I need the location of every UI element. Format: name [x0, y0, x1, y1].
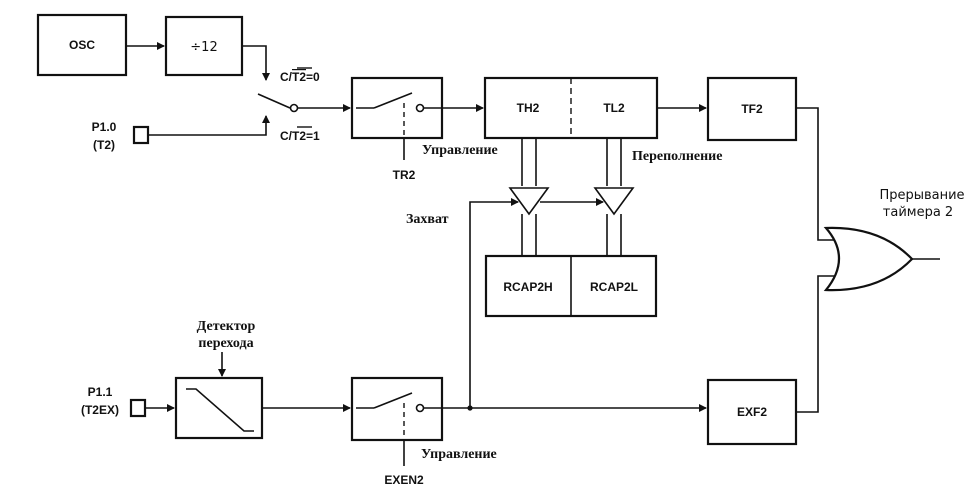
p10-pin: P1.0 (T2): [92, 120, 150, 152]
tr2-control-switch: [350, 76, 444, 140]
ct2-one-label: C/T2=1: [280, 129, 320, 143]
exf2-flag: EXF2: [706, 378, 798, 446]
exf2-to-or-wire: [796, 275, 840, 413]
junction-dot: [467, 405, 473, 411]
th2-capture-bus: [508, 138, 550, 256]
overflow-label: Переполнение: [632, 149, 722, 164]
tf2-flag: TF2: [706, 76, 798, 142]
interrupt-label-1: Прерывание: [879, 188, 964, 203]
p10-to-mux-wire: [148, 115, 270, 136]
divider-to-mux-wire: [242, 45, 270, 81]
control-top-label: Управление: [422, 143, 498, 158]
transition-detector: [174, 376, 264, 440]
tf2-to-or-wire: [796, 107, 840, 241]
divider-label: ÷12: [190, 40, 217, 55]
divider-block: ÷12: [164, 15, 244, 77]
p11-name: P1.1: [88, 385, 113, 399]
clock-source-switch: [257, 93, 299, 113]
capture-label: Захват: [406, 212, 449, 227]
rcap2-register: RCAP2H RCAP2L: [484, 254, 658, 318]
interrupt-label-2: таймера 2: [883, 205, 953, 220]
th2-label: TH2: [517, 101, 540, 115]
capture-control-wire: [469, 198, 519, 408]
osc-block: OSC: [36, 13, 128, 77]
or-gate: [823, 226, 914, 292]
p10-alt: (T2): [93, 138, 115, 152]
exen2-label: EXEN2: [384, 473, 424, 487]
exf2-label: EXF2: [737, 405, 767, 419]
exen2-control-switch: [350, 376, 444, 442]
detector-label-2: перехода: [198, 336, 253, 351]
p11-pin: P1.1 (T2EX): [81, 385, 147, 418]
rcap2h-label: RCAP2H: [503, 280, 552, 294]
control-bottom-label: Управление: [421, 447, 497, 462]
tr2-label: TR2: [393, 168, 416, 182]
rcap2l-label: RCAP2L: [590, 280, 638, 294]
p11-alt: (T2EX): [81, 403, 119, 417]
tl2-label: TL2: [603, 101, 625, 115]
osc-label: OSC: [69, 38, 95, 52]
detector-label-1: Детектор: [197, 319, 256, 334]
tl2-capture-bus: [593, 138, 635, 256]
tf2-label: TF2: [741, 102, 763, 116]
p10-name: P1.0: [92, 120, 117, 134]
ct2-zero-label: C/T2=0: [280, 70, 320, 84]
th2-tl2-counter: TH2 TL2: [483, 76, 659, 140]
